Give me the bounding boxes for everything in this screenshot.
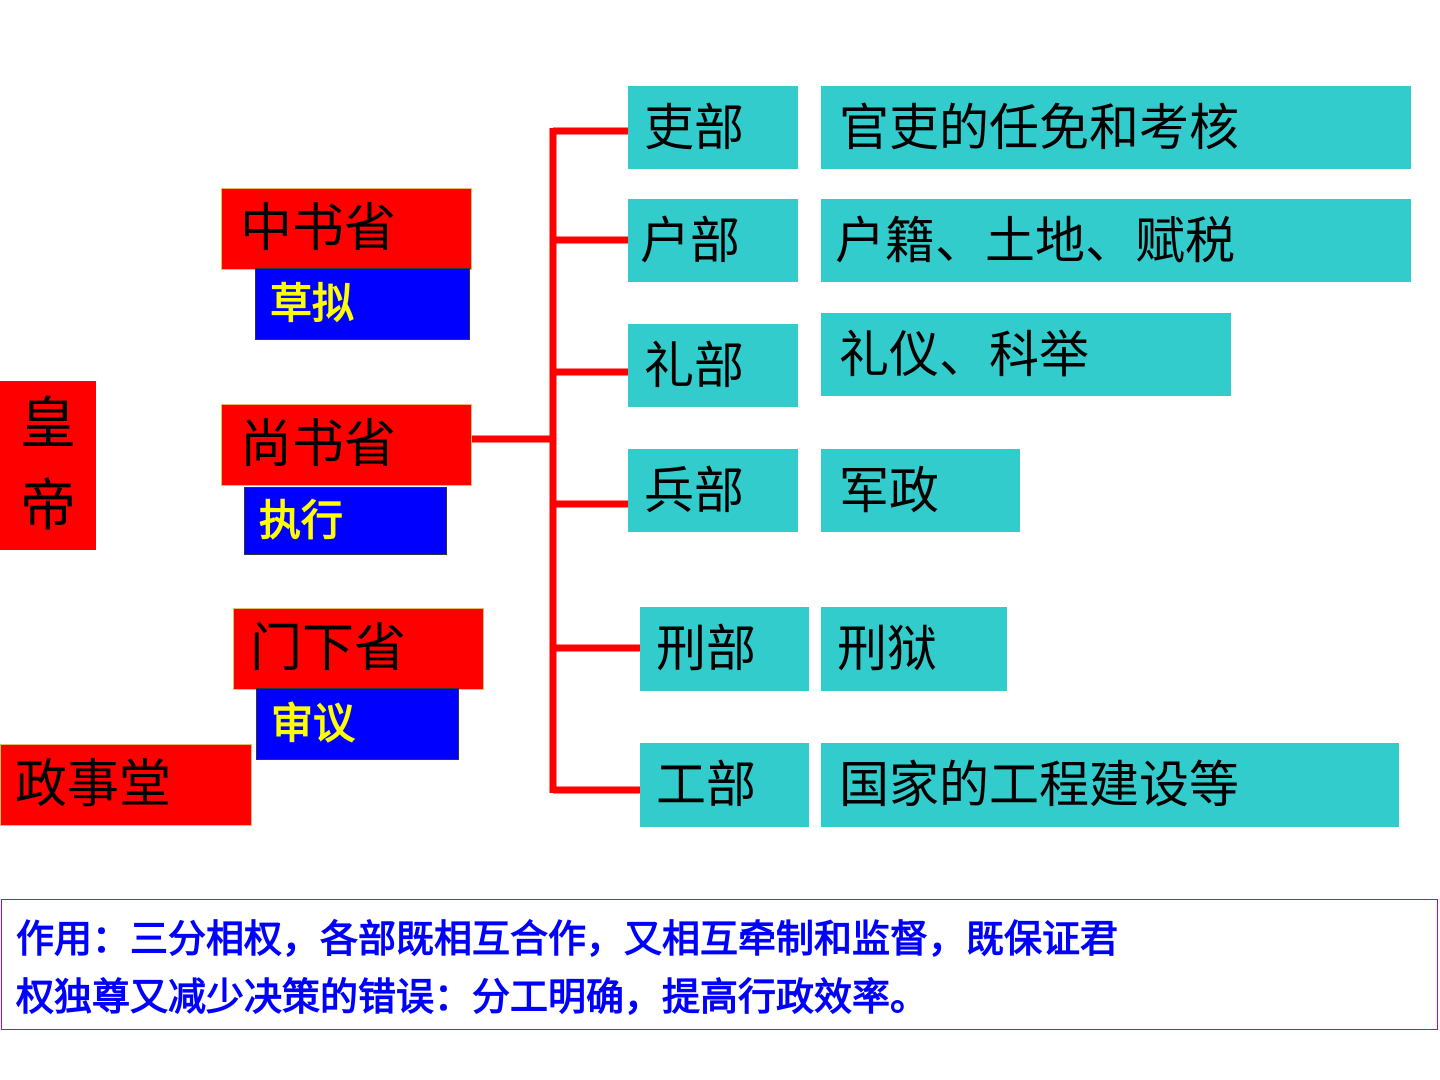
menxia-province-box: 门下省 (233, 608, 484, 690)
ministry-box-libu-officials: 吏部 (628, 86, 798, 169)
menxia-role-label: 审议 (271, 699, 356, 748)
emperor-box: 皇 帝 (0, 381, 96, 550)
zhongshu-province-box: 中书省 (221, 188, 472, 270)
duty-box-libu-rites: 礼仪、科举 (821, 313, 1231, 396)
summary-line-2: 权独尊又减少决策的错误：分工明确，提高行政效率。 (16, 975, 929, 1019)
duty-text-hubu: 户籍、土地、赋税 (835, 211, 1235, 270)
duty-text-bingbu: 军政 (839, 461, 939, 520)
shangshu-province-label: 尚书省 (240, 415, 397, 475)
summary-box: 作用：三分相权，各部既相互合作，又相互牵制和监督，既保证君 权独尊又减少决策的错… (1, 899, 1438, 1030)
ministry-name-gongbu: 工部 (656, 756, 756, 814)
summary-line-1: 作用：三分相权，各部既相互合作，又相互牵制和监督，既保证君 (16, 917, 1119, 961)
ministry-box-libu-rites: 礼部 (628, 324, 798, 407)
duty-text-xingbu: 刑狱 (837, 620, 937, 678)
shangshu-province-box: 尚书省 (221, 404, 472, 486)
duty-box-xingbu: 刑狱 (821, 607, 1007, 691)
duty-box-gongbu: 国家的工程建设等 (821, 743, 1399, 827)
duty-text-gongbu: 国家的工程建设等 (839, 756, 1239, 814)
duty-box-bingbu: 军政 (821, 449, 1020, 532)
shangshu-role-box: 执行 (244, 487, 447, 555)
emperor-char-1: 皇 (20, 392, 76, 458)
ministry-name-xingbu: 刑部 (656, 620, 756, 678)
duty-box-hubu: 户籍、土地、赋税 (821, 199, 1411, 282)
menxia-role-box: 审议 (256, 688, 459, 760)
ministry-name-libu-officials: 吏部 (644, 98, 744, 157)
ministry-name-hubu: 户部 (640, 211, 740, 270)
emperor-char-2: 帝 (20, 473, 76, 539)
ministry-box-xingbu: 刑部 (640, 607, 809, 691)
duty-text-libu-officials: 官吏的任免和考核 (839, 98, 1239, 157)
ministry-name-libu-rites: 礼部 (644, 336, 744, 395)
ministry-box-hubu: 户部 (628, 199, 798, 282)
ministry-box-bingbu: 兵部 (628, 449, 798, 532)
zhongshu-role-box: 草拟 (255, 268, 470, 340)
ministry-name-bingbu: 兵部 (644, 461, 744, 520)
shangshu-role-label: 执行 (259, 496, 344, 545)
duty-text-libu-rites: 礼仪、科举 (839, 325, 1089, 384)
council-label: 政事堂 (15, 755, 172, 815)
zhongshu-province-label: 中书省 (240, 199, 397, 259)
duty-box-libu-officials: 官吏的任免和考核 (821, 86, 1411, 169)
ministry-box-gongbu: 工部 (640, 743, 809, 827)
council-box: 政事堂 (0, 744, 252, 826)
menxia-province-label: 门下省 (250, 619, 407, 679)
zhongshu-role-label: 草拟 (270, 279, 355, 328)
